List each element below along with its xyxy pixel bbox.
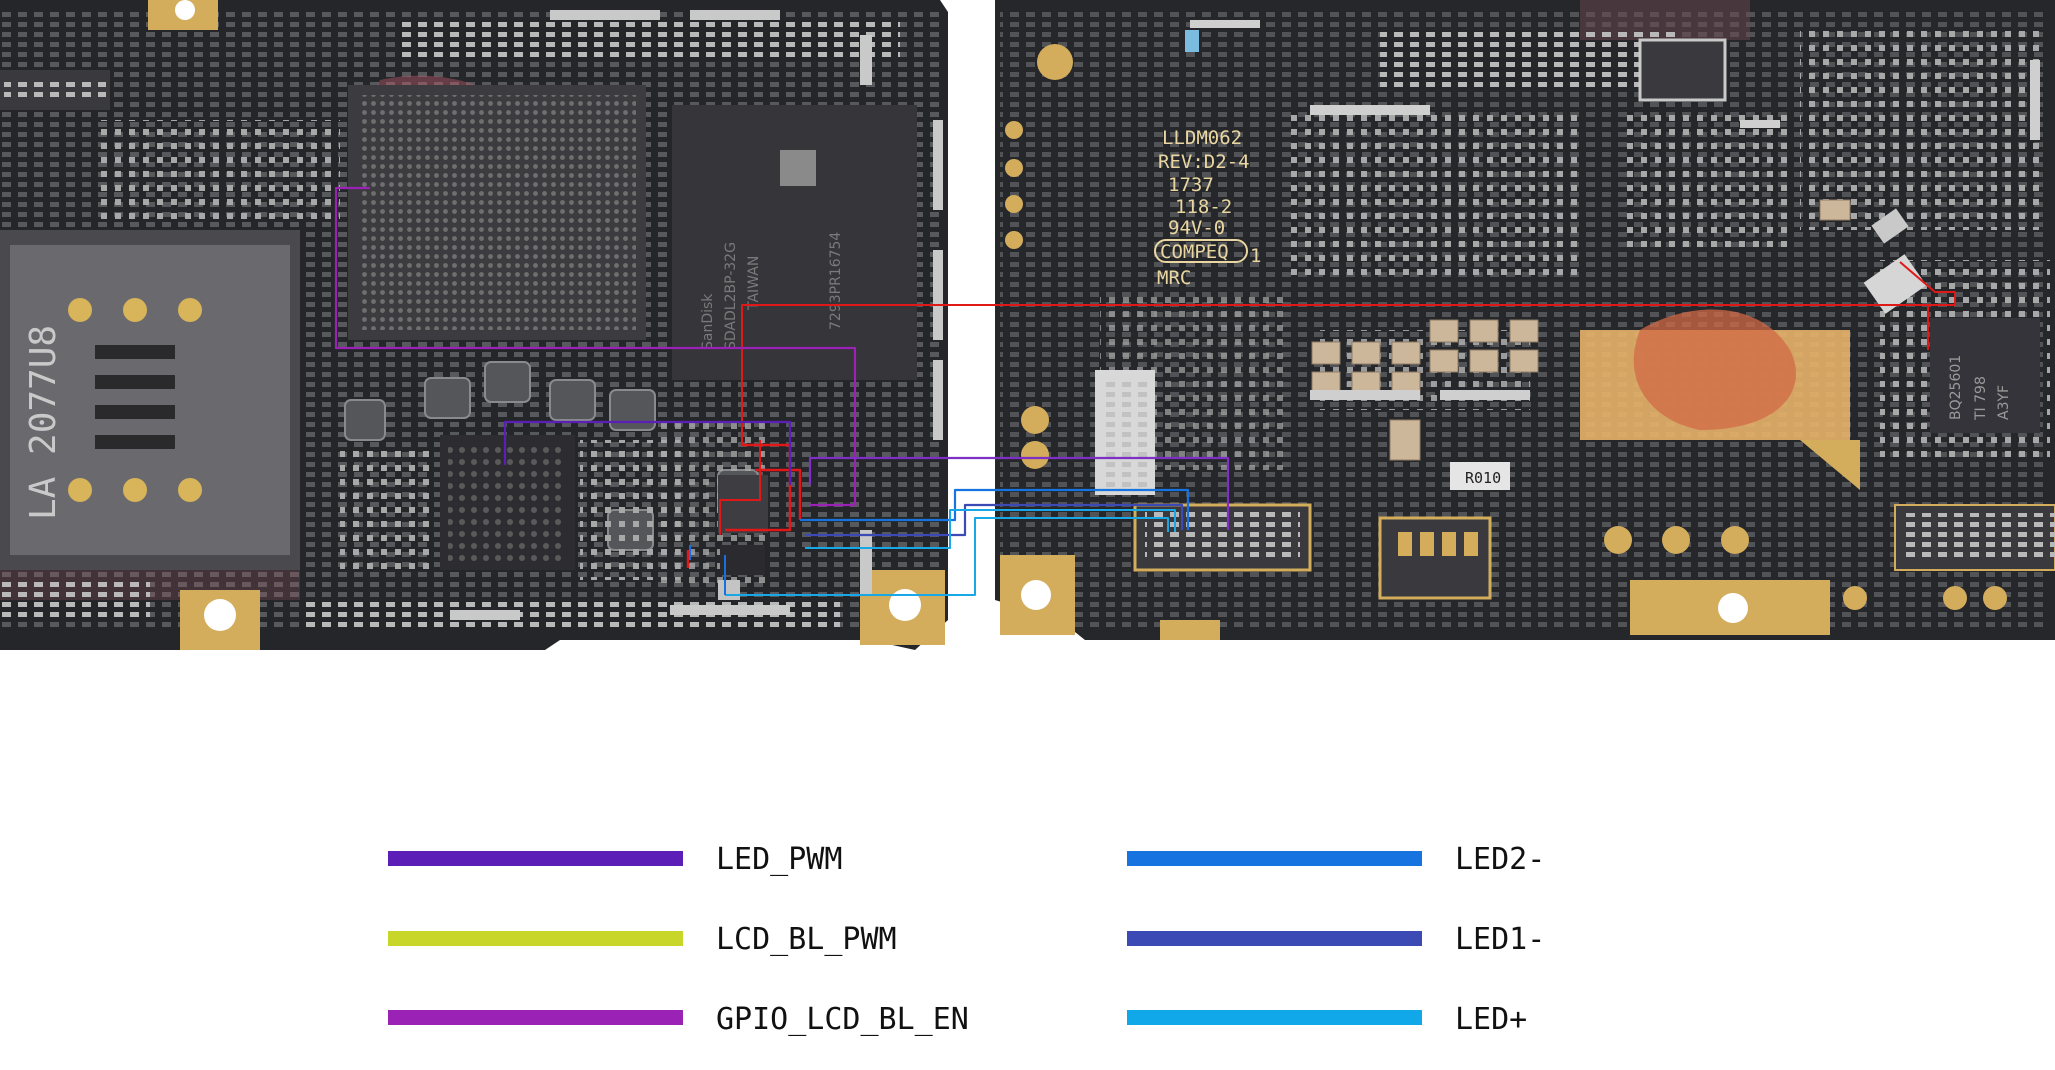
left-pcb-board: LA 2077U8 SanDisk SDADL2BP-32G TAIWAN 72… (0, 0, 948, 650)
legend-item-led-plus: LED+ (1127, 1002, 1527, 1037)
sd-tray-label: LA 2077U8 (23, 325, 64, 520)
board-vendor: COMPEQ (1160, 241, 1229, 263)
trace-led-plus-b (725, 517, 1169, 596)
trace-red-local-b (755, 468, 802, 520)
right-pcb-board: LLDM062 REV:D2-4 1737 118-2 94V-0 COMPEQ… (995, 0, 2055, 640)
trace-red-long (741, 261, 1956, 445)
board-code2: 94V-0 (1168, 217, 1225, 239)
sandisk-brand: SanDisk (700, 293, 716, 350)
sandisk-lot: 7293PR16754 (828, 232, 844, 330)
legend-item-led2-minus: LED2- (1127, 842, 1545, 877)
board-date: 1737 (1168, 174, 1214, 196)
trace-led2-minus (800, 488, 1190, 530)
trace-overlay (334, 186, 1956, 596)
trace-led-plus-a (805, 509, 1176, 549)
trace-led-pwm-a (503, 420, 792, 485)
charger-ic-code: A3YF (1996, 385, 2012, 420)
legend-item-led1-minus: LED1- (1127, 922, 1545, 957)
legend-swatch-lcd-bl-pwm (388, 931, 683, 946)
legend-label-led2-minus: LED2- (1455, 842, 1545, 877)
legend-item-led-pwm: LED_PWM (388, 842, 842, 877)
trace-red-local-c (719, 440, 761, 535)
legend-swatch-led-plus (1127, 1010, 1422, 1025)
board-rev: REV:D2-4 (1158, 151, 1250, 173)
charger-ic-lot: TI 798 (1973, 376, 1989, 421)
legend-label-led-plus: LED+ (1455, 1002, 1527, 1037)
charger-ic-part: BQ25601 (1948, 355, 1964, 420)
trace-led-pwm-b (808, 456, 1230, 530)
legend-swatch-led-pwm (388, 851, 683, 866)
legend-swatch-led2-minus (1127, 851, 1422, 866)
board-vendor-suffix: 1 (1250, 245, 1261, 267)
legend-label-led1-minus: LED1- (1455, 922, 1545, 957)
sandisk-part: SDADL2BP-32G (723, 242, 739, 350)
sandisk-origin: TAIWAN (746, 256, 762, 311)
legend: LED_PWM LCD_BL_PWM GPIO_LCD_BL_EN LED2- … (388, 842, 1545, 1037)
legend-swatch-gpio-lcd-bl-en (388, 1010, 683, 1025)
trace-led1-minus (805, 503, 1184, 537)
legend-label-led-pwm: LED_PWM (716, 842, 842, 877)
legend-swatch-led1-minus (1127, 931, 1422, 946)
legend-item-gpio-lcd-bl-en: GPIO_LCD_BL_EN (388, 1002, 969, 1037)
board-mrc: MRC (1157, 267, 1191, 289)
board-code1: 118-2 (1175, 196, 1232, 218)
board-model: LLDM062 (1162, 127, 1242, 149)
legend-item-lcd-bl-pwm: LCD_BL_PWM (388, 922, 897, 957)
resistor-label: R010 (1465, 469, 1501, 487)
trace-gpio-lcd-bl-en (334, 186, 857, 507)
legend-label-gpio-lcd-bl-en: GPIO_LCD_BL_EN (716, 1002, 969, 1037)
legend-label-lcd-bl-pwm: LCD_BL_PWM (716, 922, 897, 957)
